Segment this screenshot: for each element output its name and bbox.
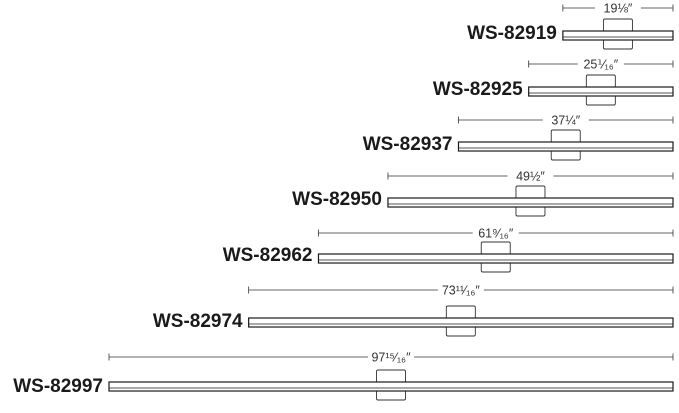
fixture-row: 25⅟₁₆″ WS-82925 [433, 57, 674, 106]
fixture-bar [317, 253, 674, 264]
fixture-bar [457, 141, 674, 152]
model-label: WS-82925 [433, 79, 523, 100]
fixture-row: 19⅛″ WS-82919 [467, 1, 674, 50]
model-label: WS-82937 [363, 134, 453, 155]
fixture-row: 49½″ WS-82950 [292, 169, 674, 217]
model-label: WS-82997 [13, 376, 103, 397]
fixture-row: 73¹¹⁄₁₆″ WS-82974 [153, 283, 674, 337]
dimension-text-background [507, 169, 554, 183]
fixture-bar [528, 86, 674, 97]
dimension-text: 73¹¹⁄₁₆″ [442, 284, 481, 298]
dimension-text-background [542, 113, 589, 127]
dimension-text-background [472, 226, 519, 240]
model-label: WS-82962 [223, 245, 313, 266]
dimension-text: 37¼″ [551, 114, 580, 128]
dimension-text-background [577, 57, 624, 71]
dimension-text: 49½″ [516, 170, 545, 184]
model-label: WS-82950 [292, 189, 382, 210]
fixture-rows: 19⅛″ WS-82919 25⅟₁₆″ WS-82925 37¼″ WS-82937 49… [13, 1, 674, 401]
fixture-row: 61⁹⁄₁₆″ WS-82962 [223, 226, 674, 273]
dimension-text-background [437, 283, 484, 297]
fixture-bar [108, 381, 674, 392]
dimension-text: 97¹⁵⁄₁₆″ [371, 351, 411, 365]
fixture-row: 37¼″ WS-82937 [363, 113, 674, 161]
dimension-text: 19⅛″ [604, 2, 633, 16]
fixture-bar [562, 30, 674, 41]
fixture-bar [387, 197, 674, 208]
fixture-row: 97¹⁵⁄₁₆″ WS-82997 [13, 350, 674, 401]
dimension-text-background [594, 1, 641, 15]
dimension-text: 61⁹⁄₁₆″ [478, 227, 514, 241]
model-label: WS-82974 [153, 311, 243, 332]
model-label: WS-82919 [467, 23, 557, 44]
fixture-bar [248, 317, 674, 328]
dimension-text: 25⅟₁₆″ [583, 58, 618, 72]
dimension-text-background [368, 350, 414, 364]
